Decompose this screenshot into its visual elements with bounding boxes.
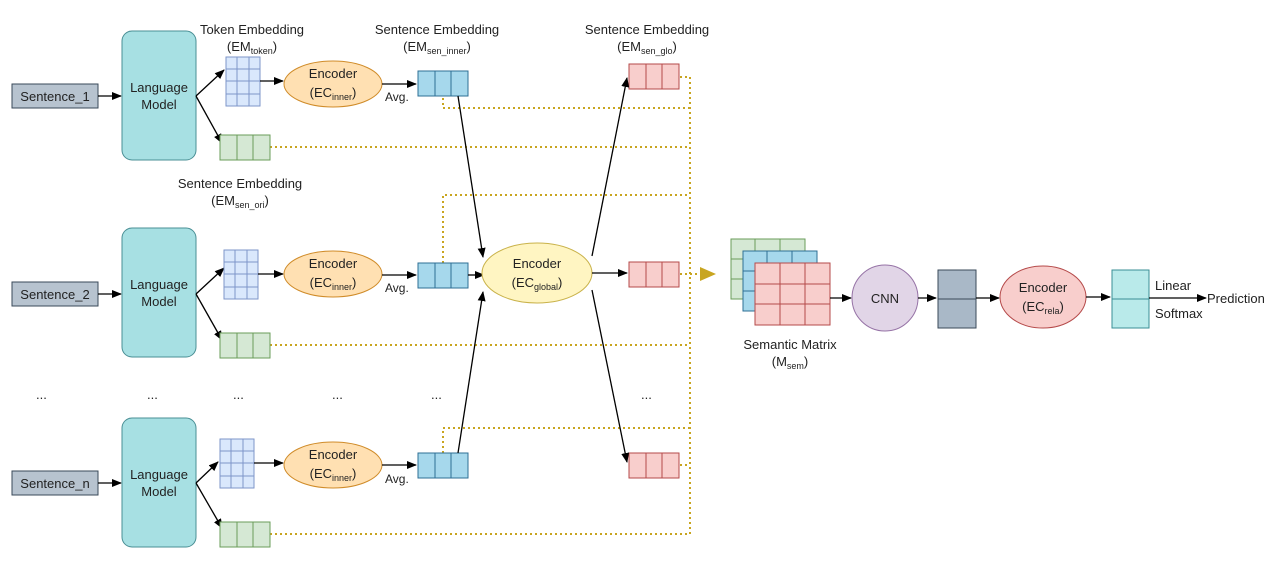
softmax-label: Softmax: [1155, 306, 1203, 321]
sentence-embedding-global: [628, 63, 680, 90]
classifier-box: [1111, 269, 1150, 329]
ellipsis: ...: [233, 387, 244, 402]
arrow: [195, 267, 225, 295]
sentence-embedding-global-label: Sentence Embedding: [585, 22, 709, 37]
cnn-label: CNN: [871, 291, 899, 306]
semantic-matrix: [730, 238, 831, 326]
sentence-embedding-inner: [417, 262, 469, 289]
arrow: [195, 95, 223, 144]
language-model-box: [121, 227, 197, 358]
ellipsis: ...: [147, 387, 158, 402]
sentence-box: [11, 281, 99, 307]
sentence-embedding-inner-label: Sentence Embedding: [375, 22, 499, 37]
sentence-embedding-inner: [417, 70, 469, 97]
linear-label: Linear: [1155, 278, 1192, 293]
sentence-embedding-original-label: Sentence Embedding: [178, 176, 302, 191]
feature-vector-box: [937, 269, 977, 329]
avg-label: Avg.: [385, 281, 409, 295]
sentence-label: Sentence_n: [20, 476, 89, 491]
sentence-label: Sentence_1: [20, 89, 89, 104]
arrow: [195, 69, 225, 97]
arrow: [591, 77, 630, 257]
sentence-embedding-inner-sub-label: (EMsen_inner): [403, 39, 471, 56]
language-model-box: [121, 30, 197, 161]
semantic-matrix-label: Semantic Matrix: [743, 337, 837, 352]
sentence-label: Sentence_2: [20, 287, 89, 302]
semantic-matrix-sub-label: (Msem): [772, 354, 809, 371]
dotted-line: [442, 98, 690, 109]
sentence-embedding-original: [219, 332, 271, 359]
ellipsis-row: ... ... ... ... ... ...: [36, 387, 652, 402]
sentence-embedding-global: [628, 452, 680, 479]
arrow: [195, 293, 223, 341]
arrow: [457, 95, 486, 258]
encoder-label: Encoder: [1019, 280, 1068, 295]
sentence-embedding-original: [219, 521, 271, 548]
sentence-box: [11, 470, 99, 496]
token-embedding-grid: [225, 56, 261, 107]
ellipsis: ...: [641, 387, 652, 402]
ellipsis: ...: [431, 387, 442, 402]
avg-label: Avg.: [385, 90, 409, 104]
language-model-box: [121, 417, 197, 548]
sentence-embedding-inner: [417, 452, 469, 479]
ellipsis: ...: [332, 387, 343, 402]
token-embedding-grid: [223, 249, 259, 300]
sentence-embedding-global: [628, 261, 680, 288]
arrow: [591, 289, 630, 463]
sentence-embedding-global-sub-label: (EMsen_glo): [617, 39, 677, 56]
encoder-label: Encoder: [513, 256, 562, 271]
prediction-label: Prediction: [1207, 291, 1265, 306]
encoder-relation: [999, 265, 1087, 329]
token-embedding-grid: [219, 438, 255, 489]
token-embedding-label: Token Embedding: [200, 22, 304, 37]
encoder-label: Encoder: [309, 256, 358, 271]
ellipsis: ...: [36, 387, 47, 402]
sentence-embedding-original: [219, 134, 271, 161]
sentence-embedding-original-sub-label: (EMsen_ori): [211, 193, 269, 210]
arrow: [195, 482, 223, 529]
avg-label: Avg.: [385, 472, 409, 486]
dotted-connections: [270, 76, 698, 535]
encoder-label: Encoder: [309, 66, 358, 81]
sentence-box: [11, 83, 99, 109]
encoder-label: Encoder: [309, 447, 358, 462]
dotted-line: [442, 427, 690, 453]
encoder-global: [481, 242, 593, 304]
token-embedding-sub-label: (EMtoken): [227, 39, 277, 56]
arrow: [195, 461, 219, 484]
encoder-inner: [283, 250, 383, 298]
merge-arrowhead: [700, 267, 716, 281]
arrow: [457, 291, 486, 454]
